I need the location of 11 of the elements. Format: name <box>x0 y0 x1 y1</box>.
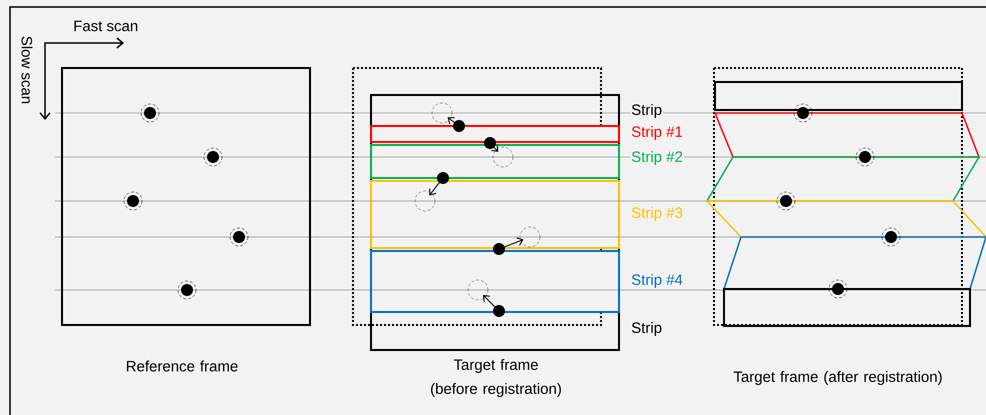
label: Target frame (before registration) <box>431 359 561 397</box>
label: Strip #2 <box>630 150 684 166</box>
label: Strip #4 <box>630 273 684 289</box>
label: Slow scan <box>22 36 33 104</box>
label: Strip <box>630 103 664 119</box>
label: Strip #1 <box>630 125 684 141</box>
label: Strip #3 <box>630 206 684 222</box>
label: Reference frame <box>126 360 238 372</box>
label: Strip <box>630 321 664 337</box>
label: Fast scan <box>74 20 138 32</box>
label: Target frame (after registration) <box>734 371 942 385</box>
